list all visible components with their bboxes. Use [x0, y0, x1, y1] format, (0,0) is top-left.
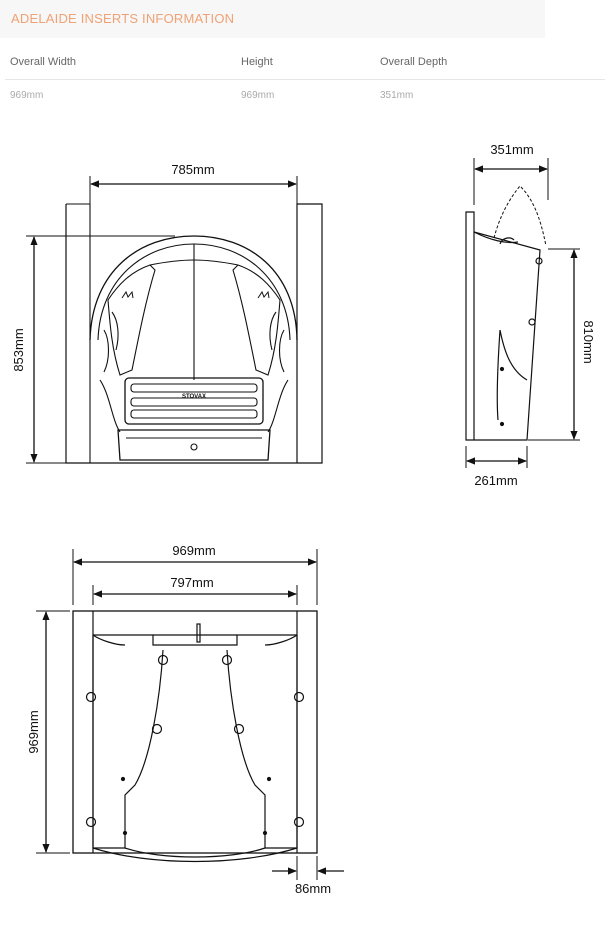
- front-height-label: 853mm: [11, 328, 26, 371]
- overall-depth-label: Overall Depth: [380, 56, 448, 68]
- front-view-drawing: [65, 203, 323, 464]
- back-height-dimension: [36, 610, 70, 854]
- spec-divider: [5, 79, 605, 80]
- back-flange-label: 86mm: [295, 881, 331, 896]
- side-base-dimension: [465, 446, 528, 468]
- height-label: Height: [241, 56, 273, 68]
- back-view-drawing: [72, 610, 318, 863]
- back-overall-width-dimension: [72, 549, 318, 605]
- side-top-depth-label: 351mm: [490, 142, 533, 157]
- back-flange-dimension: [272, 856, 344, 880]
- side-view-drawing: [465, 211, 543, 441]
- front-width-label: 785mm: [171, 162, 214, 177]
- overall-width-value: 969mm: [10, 90, 44, 101]
- overall-depth-value: 351mm: [380, 90, 414, 101]
- side-height-dimension: [528, 248, 580, 441]
- front-view-brand: STOVAX: [182, 394, 206, 400]
- back-inner-width-label: 797mm: [170, 575, 213, 590]
- back-inner-width-dimension: [92, 585, 298, 605]
- overall-width-label: Overall Width: [10, 56, 77, 68]
- front-height-dimension: [26, 235, 175, 464]
- side-view-flame-outline: [493, 185, 547, 247]
- front-width-dimension: [89, 176, 298, 204]
- info-header: ADELAIDE INSERTS INFORMATION: [0, 0, 545, 38]
- side-height-label: 810mm: [581, 320, 596, 363]
- height-value: 969mm: [241, 90, 275, 101]
- back-overall-width-label: 969mm: [172, 543, 215, 558]
- back-height-label: 969mm: [26, 710, 41, 753]
- page-title: ADELAIDE INSERTS INFORMATION: [11, 11, 235, 26]
- side-top-dimension: [473, 158, 549, 205]
- side-base-depth-label: 261mm: [474, 473, 517, 488]
